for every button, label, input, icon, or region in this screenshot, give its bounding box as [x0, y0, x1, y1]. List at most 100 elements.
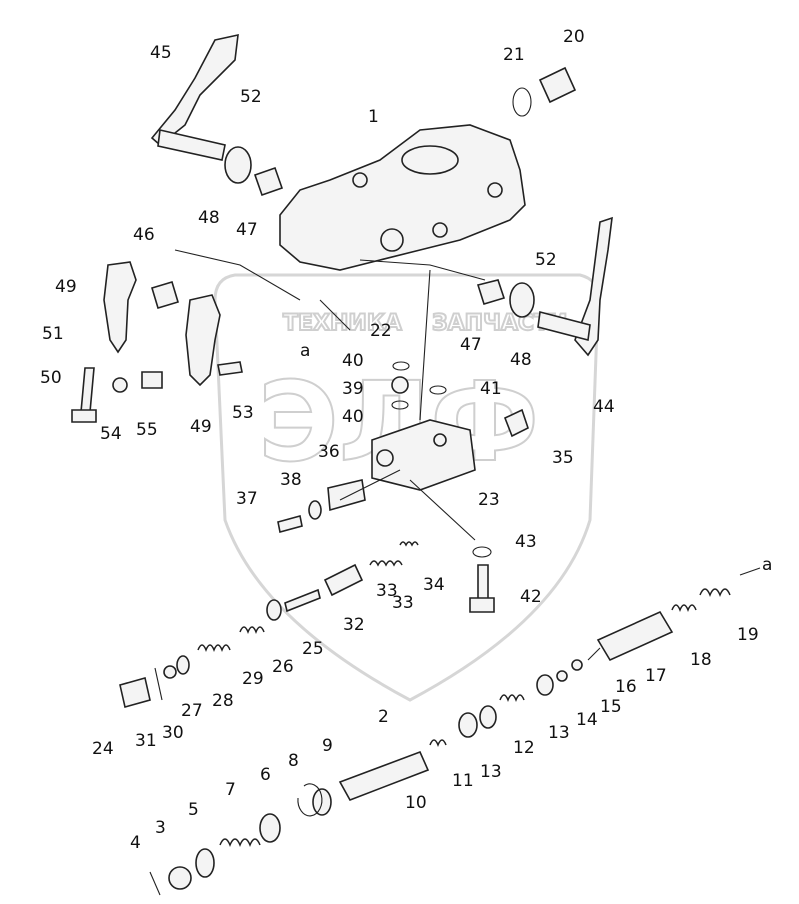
bushing-left [151, 281, 179, 309]
shaft-upper-left [157, 129, 226, 161]
o-ring-40a [392, 361, 410, 371]
label-14: 14 [576, 710, 598, 730]
bushing-upper [253, 166, 284, 197]
section-marker-a-1: a [300, 341, 310, 361]
nut-30 [163, 665, 177, 679]
nut-3 [168, 866, 192, 890]
label-53: 53 [232, 403, 254, 423]
label-10: 10 [405, 793, 427, 813]
label-52b: 52 [535, 250, 557, 270]
label-39: 39 [342, 379, 364, 399]
seat-26 [266, 599, 282, 621]
spring-18 [671, 604, 697, 613]
label-25: 25 [302, 639, 324, 659]
label-19: 19 [737, 625, 759, 645]
bearing-upper [224, 146, 252, 184]
label-50: 50 [40, 368, 62, 388]
spring-33a [369, 560, 403, 567]
washer-38 [308, 500, 322, 520]
label-28: 28 [212, 691, 234, 711]
label-34: 34 [423, 575, 445, 595]
label-5: 5 [188, 800, 199, 820]
sleeve-17 [596, 610, 674, 662]
label-20: 20 [563, 27, 585, 47]
nut-15 [571, 659, 583, 671]
seat-13a [479, 705, 497, 729]
label-6: 6 [260, 765, 271, 785]
screw-37 [277, 515, 303, 533]
seat-6 [259, 813, 281, 843]
screw-left [217, 361, 243, 376]
spring-29 [239, 626, 265, 635]
o-ring-40b [391, 400, 409, 410]
part-label-group: 1 2 3 4 5 6 7 8 9 10 11 12 13 13 14 15 1… [40, 27, 772, 853]
label-40a: 40 [342, 351, 364, 371]
label-32: 32 [343, 615, 365, 635]
label-49a: 49 [55, 277, 77, 297]
label-48a: 48 [198, 208, 220, 228]
label-45: 45 [150, 43, 172, 63]
plate-36 [327, 479, 366, 512]
label-47b: 47 [460, 335, 482, 355]
label-24: 24 [92, 739, 114, 759]
label-12: 12 [513, 738, 535, 758]
label-54: 54 [100, 424, 122, 444]
clip-left [141, 371, 163, 389]
lever-right [574, 216, 613, 357]
spring-7 [219, 838, 261, 847]
label-29: 29 [242, 669, 264, 689]
label-7: 7 [225, 780, 236, 800]
lever-left-2 [185, 294, 221, 387]
spring-34 [399, 541, 419, 547]
cap-24 [119, 677, 151, 708]
label-26: 26 [272, 657, 294, 677]
lever-left-1 [103, 261, 137, 354]
spool-2 [338, 750, 430, 801]
bearing-right [509, 282, 535, 318]
spring-12 [499, 694, 525, 703]
o-ring-41 [429, 385, 447, 395]
label-48b: 48 [510, 350, 532, 370]
label-9: 9 [322, 736, 333, 756]
label-55: 55 [136, 420, 158, 440]
label-52a: 52 [240, 87, 262, 107]
leader-lines [174, 249, 761, 576]
label-46: 46 [133, 225, 155, 245]
label-13b: 13 [548, 723, 570, 743]
pin-4 [149, 871, 161, 896]
washer-27 [176, 655, 190, 675]
piston-32 [323, 563, 364, 597]
spring-10 [429, 739, 447, 748]
label-33a: 33 [392, 593, 414, 613]
watermark-shield: ТЕХНИКА ЗАПЧАСТИ ЭЛФ [213, 273, 600, 702]
bolt-42 [477, 564, 489, 601]
bushing-right [476, 279, 506, 305]
plug-35 [503, 408, 529, 438]
ring-8 [297, 783, 323, 817]
label-15: 15 [600, 697, 622, 717]
label-41: 41 [480, 379, 502, 399]
label-13a: 13 [480, 762, 502, 782]
label-42: 42 [520, 587, 542, 607]
washer-43 [472, 546, 492, 558]
label-17: 17 [645, 666, 667, 686]
plug-upper [538, 66, 577, 104]
washer-5 [195, 848, 215, 878]
bolt-42-head [469, 597, 495, 613]
label-36: 36 [318, 442, 340, 462]
label-4: 4 [130, 833, 141, 853]
label-22: 22 [370, 321, 392, 341]
label-38: 38 [280, 470, 302, 490]
label-49b: 49 [190, 417, 212, 437]
label-21: 21 [503, 45, 525, 65]
section-marker-a-2: a [762, 555, 772, 575]
label-23: 23 [478, 490, 500, 510]
bolt-head-left [71, 409, 97, 423]
label-16: 16 [615, 677, 637, 697]
rod-25 [284, 588, 321, 613]
nut-left [112, 377, 128, 393]
spring-28 [197, 644, 231, 653]
label-43: 43 [515, 532, 537, 552]
seat-11 [458, 712, 478, 738]
spring-19 [699, 588, 731, 597]
